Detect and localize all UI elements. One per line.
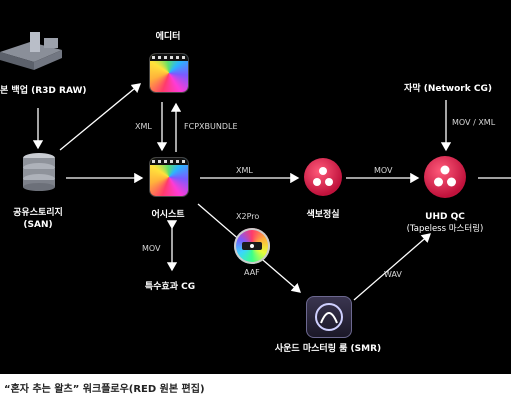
pro-tools-icon (306, 296, 352, 338)
edge-xml-editor-label: XML (135, 122, 152, 131)
edge-mov-xml-label: MOV / XML (452, 118, 496, 127)
x2pro-icon (234, 228, 270, 264)
color-label: 색보정실 (306, 210, 340, 220)
final-cut-pro-icon (150, 54, 188, 92)
workflow-diagram: 본 백업 (R3D RAW) 공유스토리지 (SAN) 에디터 XML FCPX… (0, 0, 511, 374)
edge-xml-color-label: XML (236, 166, 253, 175)
edge-aaf-label: AAF (244, 268, 260, 277)
connector-lines (32, 83, 511, 301)
r3d-backup-label: 본 백업 (R3D RAW) (0, 86, 87, 96)
editor-label: 에디터 (155, 32, 181, 42)
assist-label: 어시스트 (151, 210, 185, 220)
edge-x2pro-label: X2Pro (236, 212, 260, 221)
edge-mov-qc-label: MOV (374, 166, 393, 175)
uhd-qc-label: UHD QC (425, 212, 465, 222)
final-cut-pro-icon (150, 158, 188, 196)
davinci-resolve-icon (424, 156, 466, 198)
storage-label: 공유스토리지 (13, 208, 63, 218)
vfx-label: 특수효과 CG (144, 282, 196, 292)
edge-fcpxbundle-label: FCPXBUNDLE (184, 122, 238, 131)
edge-wav-label: WAV (384, 270, 402, 279)
davinci-resolve-icon (304, 158, 342, 196)
sound-label: 사운드 마스터링 룸 (SMR) (274, 344, 382, 354)
figure-caption: “혼자 추는 왈츠” 워크플로우(RED 원본 편집) (4, 384, 205, 395)
uhd-qc-sub-label: (Tapeless 마스터링) (406, 224, 484, 234)
subtitle-label: 자막 (Network CG) (404, 84, 492, 94)
edge-storage-editor (59, 83, 142, 151)
edge-mov-vfx-label: MOV (142, 244, 161, 253)
server-icon (22, 152, 56, 196)
storage-sub-label: (SAN) (23, 220, 53, 230)
edge-sound-qc (353, 233, 431, 301)
camera-drive-icon (0, 28, 70, 78)
